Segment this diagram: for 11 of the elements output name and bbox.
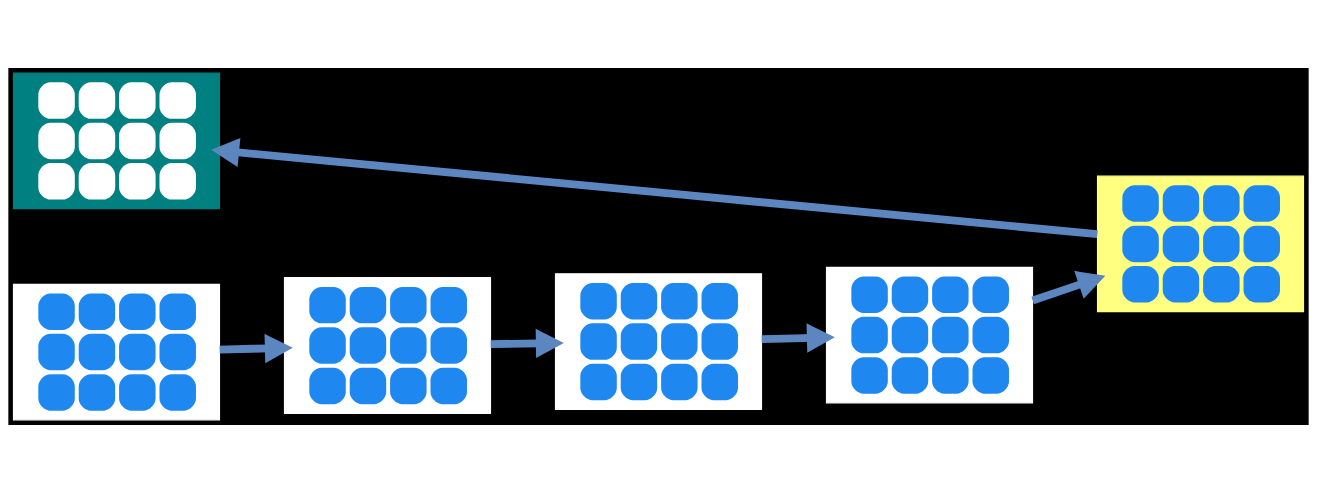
arrow xyxy=(1031,270,1106,304)
node-picture xyxy=(283,276,492,414)
arrow xyxy=(761,322,835,353)
node-picture xyxy=(12,72,221,209)
node-picture xyxy=(12,283,221,420)
arrow xyxy=(490,328,564,358)
node-picture xyxy=(554,272,763,410)
arrow xyxy=(211,137,1098,238)
node-picture xyxy=(825,266,1034,403)
arrow xyxy=(219,333,293,363)
node-picture xyxy=(1096,175,1305,312)
